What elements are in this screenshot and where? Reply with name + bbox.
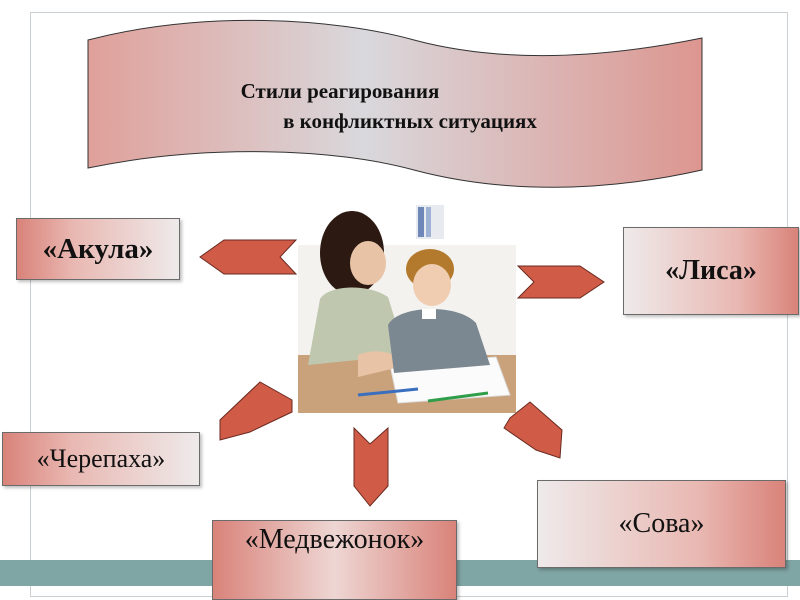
arrow-to-fox-icon: [516, 265, 605, 299]
style-box-owl: «Сова»: [537, 480, 786, 568]
banner-title: Стили реагирования в конфликтных ситуаци…: [84, 76, 706, 136]
arrow-to-teddy-icon: [353, 426, 389, 507]
style-box-fox: «Лиса»: [623, 227, 799, 315]
title-banner: [87, 19, 703, 188]
style-teddy-label: «Медвежонок»: [244, 524, 425, 555]
teacher-and-boy-photo: [298, 205, 516, 413]
style-turtle-label: «Черепаха»: [36, 444, 166, 473]
arrow-to-turtle-icon: [219, 381, 293, 441]
style-box-shark: «Акула»: [16, 218, 180, 280]
style-box-turtle: «Черепаха»: [2, 432, 200, 486]
banner-title-line2: в конфликтных ситуациях: [283, 109, 537, 133]
style-shark-label: «Акула»: [42, 232, 154, 265]
style-fox-label: «Лиса»: [665, 255, 757, 286]
arrow-to-shark-icon: [199, 239, 298, 275]
arrow-to-owl-icon: [503, 401, 563, 459]
style-box-teddy: «Медвежонок»: [212, 520, 457, 600]
style-owl-label: «Сова»: [618, 508, 705, 539]
banner-title-line1: Стили реагирования: [240, 79, 440, 103]
